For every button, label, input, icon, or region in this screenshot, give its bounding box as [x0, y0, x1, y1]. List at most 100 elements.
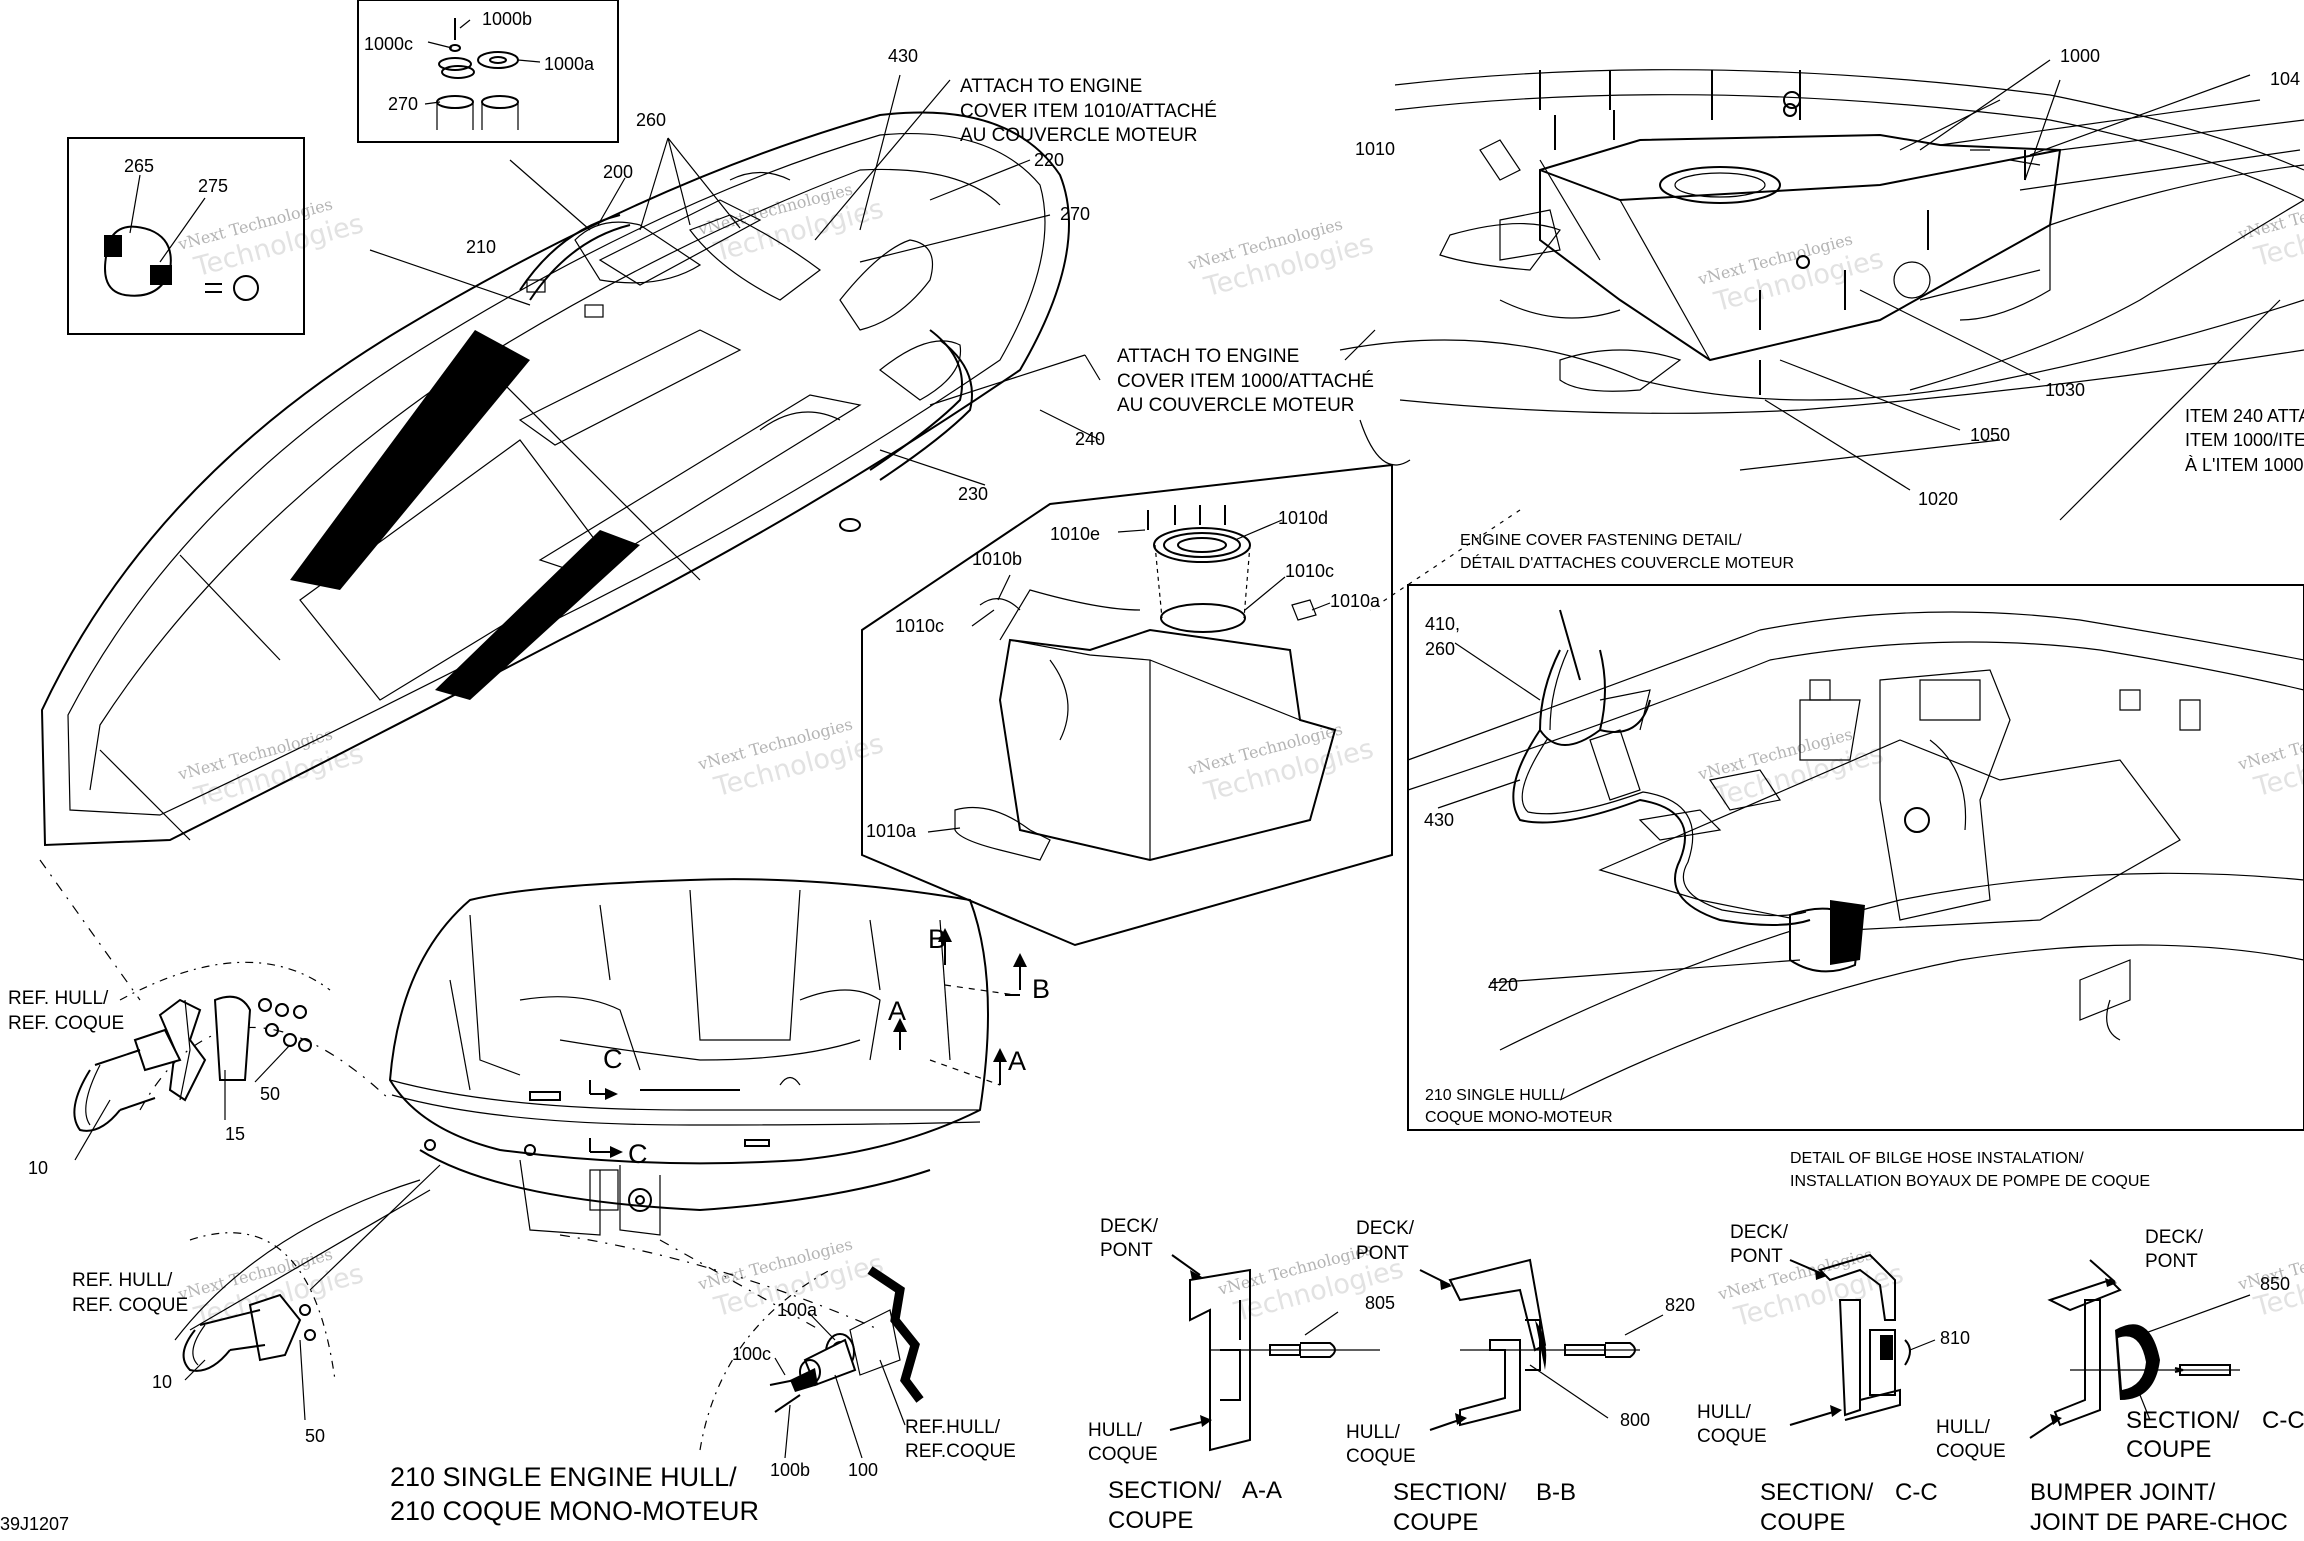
- part-label-1030: 1030: [2045, 380, 2085, 400]
- part-label-420: 420: [1488, 975, 1518, 995]
- section-cc-letters: C-C: [1895, 1479, 1938, 1506]
- part-label-430: 430: [888, 46, 918, 66]
- section-aa: DECK/ PONT HULL/ COQUE 805 SECTION/ COUP…: [1088, 1216, 1395, 1534]
- section-bb-part2-label: 800: [1620, 1410, 1650, 1430]
- section-cc-hull-line2: COQUE: [1697, 1426, 1767, 1447]
- part-label-1020: 1020: [1918, 489, 1958, 509]
- note-attach-1010-line3: AU COUVERCLE MOTEUR: [960, 125, 1198, 146]
- main-title-fr: 210 COQUE MONO-MOTEUR: [390, 1496, 759, 1526]
- note-attach-1010-line1: ATTACH TO ENGINE: [960, 76, 1142, 97]
- bilge-hose-detail-box: 410, 260 430 420 210 SINGLE HULL/ COQUE …: [1407, 584, 2304, 1131]
- section-bb-title-line2: COUPE: [1393, 1509, 1478, 1536]
- note-ref-hull-2-line1: REF. HULL/: [72, 1270, 173, 1291]
- part-label-1000c: 1000c: [364, 34, 413, 54]
- note-single-hull-line2: COQUE MONO-MOTEUR: [1425, 1109, 1613, 1126]
- section-cc: DECK/ PONT HULL/ COQUE 810 SECTION/ COUP…: [1697, 1222, 1970, 1536]
- section-cc-deck-line2: PONT: [1730, 1246, 1783, 1267]
- section-marker-c-upper: C: [603, 1044, 623, 1074]
- note-single-hull-line1: 210 SINGLE HULL/: [1425, 1087, 1565, 1104]
- section-marker-c-lower: C: [628, 1139, 648, 1169]
- note-engine-cover-detail-line1: ENGINE COVER FASTENING DETAIL/: [1460, 532, 1742, 549]
- part-label-100c: 100c: [732, 1344, 771, 1364]
- part-label-270: 270: [388, 94, 418, 114]
- main-title-en: 210 SINGLE ENGINE HULL/: [390, 1462, 737, 1492]
- part-label-1010b: 1010b: [972, 549, 1022, 569]
- part-label-220: 220: [1034, 150, 1064, 170]
- section-bumper-title-line2: COUPE: [2126, 1436, 2211, 1463]
- part-label-1010e: 1010e: [1050, 524, 1100, 544]
- detail-box-265: 265 275: [67, 137, 305, 335]
- part-label-260-b: 260: [1425, 639, 1455, 659]
- part-label-1000b: 1000b: [482, 9, 532, 29]
- section-cc-part-label: 810: [1940, 1328, 1970, 1348]
- section-marker-b-lower: B: [1032, 974, 1050, 1004]
- section-aa-deck-line2: PONT: [1100, 1240, 1153, 1261]
- part-label-1010c-right: 1010c: [1285, 561, 1334, 581]
- note-ref-hull-2-line2: REF. COQUE: [72, 1295, 188, 1316]
- part-label-1050: 1050: [1970, 425, 2010, 445]
- part-label-15: 15: [225, 1124, 245, 1144]
- note-ref-hull-3-line1: REF.HULL/: [905, 1417, 1001, 1438]
- part-label-430-b: 430: [1424, 810, 1454, 830]
- part-label-1010: 1010: [1355, 139, 1395, 159]
- part-label-1000a: 1000a: [544, 54, 595, 74]
- engine-cover-box: 1010e 1010d 1010b 1010c 1010c 1010a 1010…: [861, 463, 1393, 947]
- section-aa-hull-line1: HULL/: [1088, 1420, 1143, 1441]
- note-ref-hull-1-line1: REF. HULL/: [8, 988, 109, 1009]
- section-bb-hull-line2: COQUE: [1346, 1446, 1416, 1467]
- part-label-100: 100: [848, 1460, 878, 1480]
- section-aa-hull-line2: COQUE: [1088, 1444, 1158, 1465]
- part-label-260: 260: [636, 110, 666, 130]
- part-label-50-a: 50: [260, 1084, 280, 1104]
- note-ref-hull-3-line2: REF.COQUE: [905, 1441, 1016, 1462]
- section-aa-deck-line1: DECK/: [1100, 1216, 1159, 1237]
- note-item-240-line1: ITEM 240 ATTAC: [2185, 406, 2304, 426]
- part-label-1010c-left: 1010c: [895, 616, 944, 636]
- note-attach-1000-line3: AU COUVERCLE MOTEUR: [1117, 395, 1355, 416]
- section-cc-title-line2: COUPE: [1760, 1509, 1845, 1536]
- drain-plug-detail: 100a 100c 100b 100 REF.HULL/ REF.COQUE: [699, 1266, 1016, 1480]
- section-bumper-hull-line1: HULL/: [1936, 1417, 1991, 1438]
- part-label-200: 200: [603, 162, 633, 182]
- note-item-240-line2: ITEM 1000/ITEM: [2185, 430, 2304, 450]
- part-label-240: 240: [1075, 429, 1105, 449]
- section-bumper-letters: C-C: [2262, 1407, 2304, 1434]
- section-marker-a-upper: A: [888, 996, 906, 1026]
- section-aa-part-label: 805: [1365, 1293, 1395, 1313]
- section-marker-b-upper: B: [928, 924, 946, 954]
- part-label-265: 265: [124, 156, 154, 176]
- part-label-410: 410,: [1425, 614, 1460, 634]
- part-label-1040: 104: [2270, 69, 2300, 89]
- part-label-50-b: 50: [305, 1426, 325, 1446]
- section-bb-letters: B-B: [1536, 1479, 1576, 1506]
- section-bb-title-line1: SECTION/: [1393, 1479, 1507, 1506]
- detail-box-1000: 1000b 1000c 1000a 270: [357, 0, 619, 143]
- section-bb-hull-line1: HULL/: [1346, 1422, 1401, 1443]
- boat-deck-view: 430 260 200 210 220 270 240 230 ATTACH T…: [40, 46, 1374, 847]
- note-bilge-detail-line1: DETAIL OF BILGE HOSE INSTALATION/: [1790, 1150, 2084, 1167]
- section-bumper-part-label: 850: [2260, 1274, 2290, 1294]
- part-label-1010d: 1010d: [1278, 508, 1328, 528]
- part-label-270-b: 270: [1060, 204, 1090, 224]
- section-bumper-title-line1: SECTION/: [2126, 1407, 2240, 1434]
- part-label-100a: 100a: [777, 1300, 818, 1320]
- bumper-joint-caption-line2: JOINT DE PARE-CHOC: [2030, 1509, 2288, 1536]
- part-label-210: 210: [466, 237, 496, 257]
- note-bilge-detail-line2: INSTALLATION BOYAUX DE POMPE DE COQUE: [1790, 1173, 2150, 1190]
- note-ref-hull-1-line2: REF. COQUE: [8, 1013, 124, 1034]
- bracket-detail-upper: REF. HULL/ REF. COQUE 50 15 10: [8, 961, 331, 1178]
- section-bumper-deck-line2: PONT: [2145, 1251, 2198, 1272]
- section-aa-title-line1: SECTION/: [1108, 1477, 1222, 1504]
- bracket-detail-lower: REF. HULL/ REF. COQUE 10 50: [72, 1232, 336, 1446]
- engine-cover-fastening-detail: 1000 104 1010 1030 1050 1020 ITEM 240 AT…: [1339, 46, 2304, 611]
- note-attach-1000-line1: ATTACH TO ENGINE: [1117, 346, 1299, 367]
- section-cc-title-line1: SECTION/: [1760, 1479, 1874, 1506]
- section-bb: DECK/ PONT HULL/ COQUE 820 800 SECTION/ …: [1346, 1218, 1695, 1536]
- part-label-10-a: 10: [28, 1158, 48, 1178]
- part-label-1010a-right: 1010a: [1330, 591, 1381, 611]
- section-aa-letters: A-A: [1242, 1477, 1282, 1504]
- section-cc-hull-line1: HULL/: [1697, 1402, 1752, 1423]
- section-bumper-hull-line2: COQUE: [1936, 1441, 2006, 1462]
